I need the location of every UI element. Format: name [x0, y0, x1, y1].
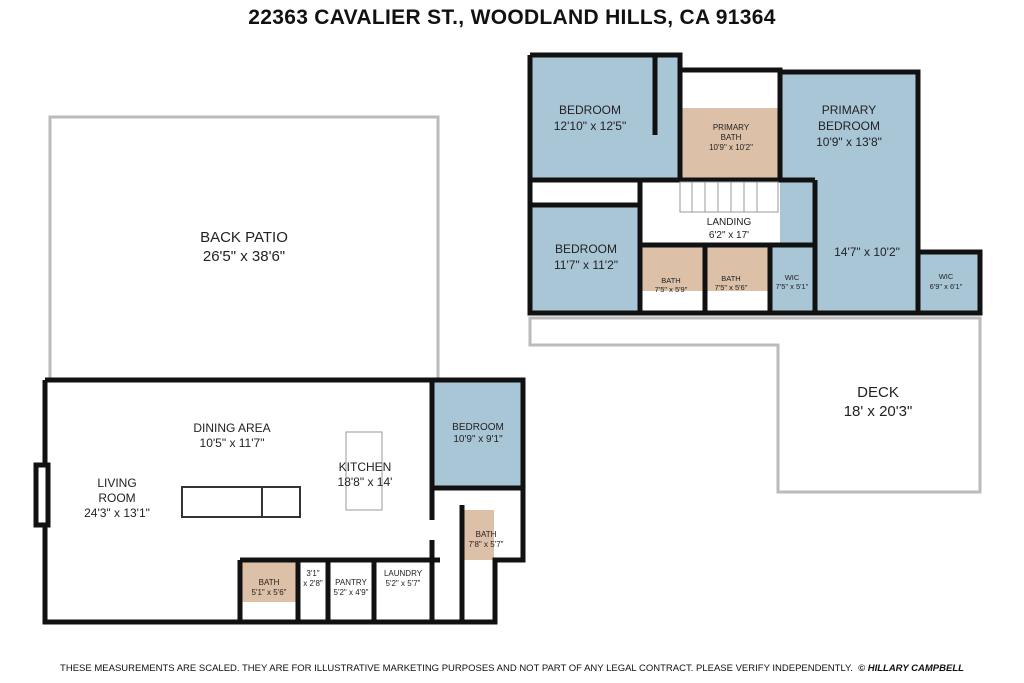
- bath-down-left-dim: 5'1" x 5'6": [252, 588, 287, 597]
- bedroom-up2-dim: 11'7" x 11'2": [554, 258, 618, 272]
- laundry-label: LAUNDRY: [384, 569, 423, 578]
- bath-up1-label: BATH: [661, 276, 680, 285]
- wic2-dim: 6'9" x 6'1": [930, 282, 963, 291]
- bath-down-left-label: BATH: [259, 578, 280, 587]
- bedroom-up1-label: BEDROOM: [559, 103, 621, 117]
- kitchen-island: [345, 431, 383, 511]
- bedroom-up2-fill: [530, 205, 640, 313]
- stairs-lower: [181, 486, 301, 518]
- bath-down-left-fill: [242, 562, 297, 602]
- living-dim: 24'3" x 13'1": [84, 506, 150, 520]
- bedroom-up1-dim: 12'10" x 12'5": [554, 119, 627, 133]
- closet-dim-1: 3'1": [306, 569, 319, 578]
- deck-dim: 18' x 20'3": [844, 403, 913, 420]
- wic2-fill: [918, 252, 980, 313]
- bath-up2-dim: 7'5" x 5'6": [715, 283, 748, 292]
- kitchen-label: KITCHEN: [339, 460, 392, 474]
- bath-up2-fill: [706, 247, 768, 291]
- primary-bedroom-label-2: BEDROOM: [818, 119, 880, 133]
- wic1-label: WIC: [785, 273, 800, 282]
- disclaimer-text: THESE MEASUREMENTS ARE SCALED. THEY ARE …: [60, 663, 853, 674]
- upper-floor-walls: [527, 52, 983, 316]
- landing-label: LANDING: [707, 217, 752, 228]
- bedroom-down-fill: [432, 380, 523, 488]
- kitchen-dim: 18'8" x 14': [338, 475, 393, 489]
- credit-text: © HILLARY CAMPBELL: [858, 663, 964, 674]
- wic2-label: WIC: [939, 272, 954, 281]
- room-labels: BACK PATIO 26'5" x 38'6" DINING AREA 10'…: [84, 103, 963, 597]
- laundry-dim: 5'2" x 5'7": [386, 579, 421, 588]
- primary-bedroom-label-1: PRIMARY: [822, 103, 876, 117]
- pantry-label: PANTRY: [335, 578, 367, 587]
- bedroom-down-label: BEDROOM: [452, 422, 504, 433]
- back-patio-label: BACK PATIO: [200, 229, 288, 246]
- back-patio-dim: 26'5" x 38'6": [203, 248, 285, 265]
- primary-bath-label-1: PRIMARY: [713, 123, 750, 132]
- bath-up1-dim: 7'5" x 5'9": [655, 285, 688, 294]
- bedroom-down-dim: 10'9" x 9'1": [453, 434, 503, 445]
- bath-down-right-fill: [464, 510, 494, 560]
- closet-dim-2: x 2'8": [303, 579, 323, 588]
- living-label-1: LIVING: [97, 476, 136, 490]
- wic1-dim: 7'5" x 5'1": [776, 282, 809, 291]
- pantry-dim: 5'2" x 4'9": [334, 588, 369, 597]
- living-label-2: ROOM: [98, 491, 135, 505]
- ground-floor-walls: [33, 377, 526, 625]
- bedroom-up2-label: BEDROOM: [555, 242, 617, 256]
- stairs-upper: [679, 181, 779, 213]
- landing-dim: 6'2" x 17': [709, 230, 749, 241]
- page-title: 22363 CAVALIER ST., WOODLAND HILLS, CA 9…: [248, 6, 776, 29]
- deck-label: DECK: [857, 384, 899, 401]
- dining-label: DINING AREA: [193, 421, 270, 435]
- wic1-fill: [772, 247, 816, 313]
- primary-bedroom-dim-2: 14'7" x 10'2": [834, 245, 900, 259]
- footer: THESE MEASUREMENTS ARE SCALED. THEY ARE …: [0, 663, 1024, 674]
- bath-up1-fill: [642, 247, 704, 291]
- dining-dim: 10'5" x 11'7": [200, 436, 265, 450]
- bath-down-right-label: BATH: [476, 530, 497, 539]
- primary-bath-label-2: BATH: [721, 133, 742, 142]
- bath-down-right-dim: 7'8" x 5'7": [469, 540, 504, 549]
- primary-bath-dim: 10'9" x 10'2": [709, 143, 753, 152]
- deck-outline: [528, 316, 982, 494]
- primary-bath-fill: [680, 108, 780, 180]
- bath-up2-label: BATH: [721, 274, 740, 283]
- primary-bedroom-dim: 10'9" x 13'8": [816, 135, 882, 149]
